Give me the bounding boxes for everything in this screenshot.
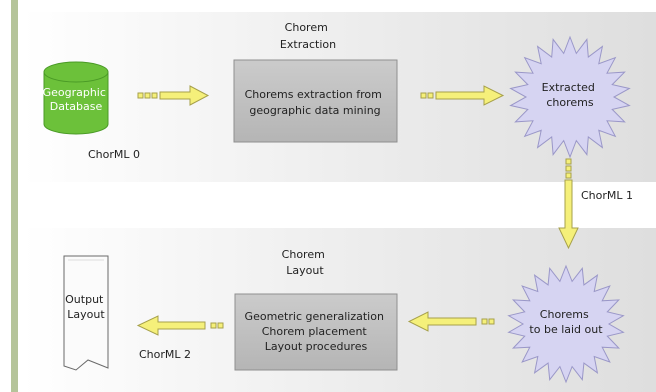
- chorml-1-label: ChorML 1: [581, 189, 633, 202]
- chorml-2-label: ChorML 2: [139, 348, 191, 361]
- output-layout-label: Output Layout: [65, 293, 107, 321]
- database-label: Geographic Database: [43, 86, 110, 113]
- sidebar-strip: [11, 0, 18, 392]
- extracted-chorems-label: Extracted chorems: [542, 81, 599, 109]
- output-layout-document: Output Layout: [63, 255, 109, 371]
- chorems-to-lay-out-label: Chorems to be laid out: [529, 308, 603, 336]
- arrow-layout-to-output: [136, 315, 224, 336]
- extraction-stage-title: Chorem Extraction: [280, 21, 336, 51]
- extracted-chorems-burst: [509, 35, 631, 159]
- layout-stage-title: Chorem Layout: [282, 248, 329, 277]
- layout-process-label: Geometric generalization Chorem placemen…: [245, 310, 388, 353]
- arrow-extraction-to-chorems: [420, 85, 505, 106]
- chorems-to-lay-out-burst: [507, 264, 625, 384]
- arrow-chorems-to-layout-process: [407, 311, 495, 332]
- extraction-process-label: Chorems extraction from geographic data …: [245, 88, 386, 117]
- extraction-process-box: [233, 59, 398, 143]
- arrow-extraction-to-layout: [558, 158, 579, 250]
- layout-process-box: [234, 293, 398, 371]
- arrow-database-to-extraction: [137, 85, 210, 106]
- chorml-0-label: ChorML 0: [88, 148, 140, 161]
- geographic-database-cylinder: Geographic Database: [43, 61, 110, 135]
